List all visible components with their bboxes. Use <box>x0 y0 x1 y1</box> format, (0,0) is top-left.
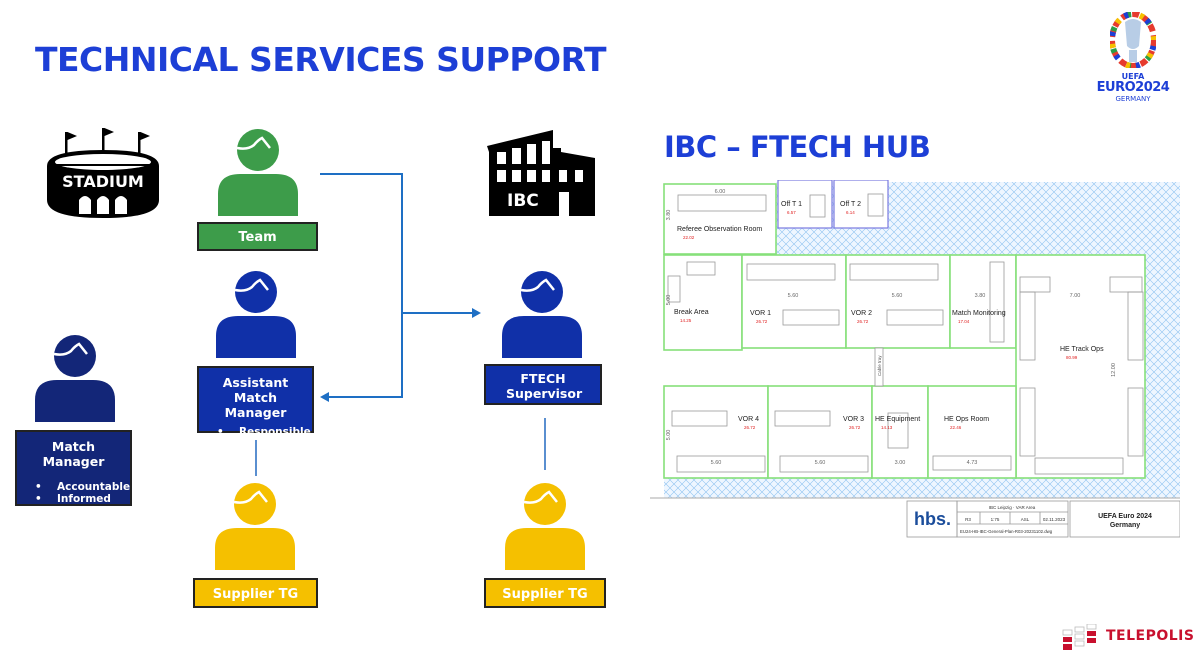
room-area: 14.25 <box>680 318 692 323</box>
room-area: 22.02 <box>683 235 695 240</box>
supplier-right-box: Supplier TG <box>484 578 606 608</box>
cable-tray-label: Cable tray <box>877 355 882 376</box>
logo-germany: GERMANY <box>1115 95 1151 103</box>
title-block-scale: 1:75 <box>991 517 1000 522</box>
connector-ftech-supplier <box>544 418 546 470</box>
team-label: Team <box>238 230 277 245</box>
match-manager-box: Match Manager Accountable Informed <box>15 430 132 506</box>
ftech-supervisor-box: FTECH Supervisor <box>484 364 602 405</box>
building-icon: IBC <box>487 130 595 216</box>
dimension-label: 3.00 <box>895 460 906 466</box>
connector-assistant-supplier <box>255 440 257 476</box>
telepolis-logo: TELEPOLIS <box>1062 624 1194 652</box>
logo-euro2024: EURO2024 <box>1096 80 1170 95</box>
title-block-project: IBC Leipzig · VAR Area <box>989 505 1036 510</box>
dimension-label: 3.80 <box>975 293 986 299</box>
person-icon-team <box>218 128 298 216</box>
floor-plan: Referee Observation Room 22.02 Off T 1 6.57… <box>650 179 1181 540</box>
title-block-event: UEFA Euro 2024 <box>1098 513 1152 520</box>
title-block-date: 02.11.2023 <box>1043 517 1066 522</box>
match-manager-bullet-accountable: Accountable <box>35 481 130 493</box>
room-label: Off T 2 <box>840 201 861 208</box>
euro2024-logo: UEFA EURO2024 GERMANY <box>1093 11 1173 107</box>
room-area: 80.99 <box>1066 355 1078 360</box>
ftech-label: FTECH Supervisor <box>506 371 583 401</box>
arrow-left-icon <box>320 392 329 402</box>
person-icon-supplier-left <box>215 482 295 570</box>
title-block-country: Germany <box>1110 522 1140 529</box>
dimension-label: 5.60 <box>788 293 799 299</box>
room-label: HE Ops Room <box>944 416 989 423</box>
assistant-match-manager-box: Assistant Match Manager Responsible <box>197 366 314 438</box>
title-block-format: ASL <box>1021 517 1030 522</box>
room-label: Break Area <box>674 309 709 316</box>
assistant-bullet-responsible: Responsible <box>217 426 311 438</box>
hbs-logo: hbs. <box>914 509 951 529</box>
stadium-label: STADIUM <box>62 172 144 191</box>
room-area: 26.72 <box>857 319 869 324</box>
person-icon-match-manager <box>35 334 115 422</box>
room-label: Match Monitoring <box>952 310 1006 317</box>
dimension-label: 5.60 <box>815 460 826 466</box>
person-icon-supplier-right <box>505 482 585 570</box>
room-area: 22.46 <box>950 425 962 430</box>
furniture <box>667 193 1144 475</box>
dimension-label: 5.00 <box>666 430 672 441</box>
room-label: VOR 4 <box>738 416 759 423</box>
room-label: Off T 1 <box>781 201 802 208</box>
room-label: VOR 1 <box>750 310 771 317</box>
page-title: TECHNICAL SERVICES SUPPORT <box>35 40 607 79</box>
connector-vertical <box>401 173 403 398</box>
room-area: 14.13 <box>881 425 893 430</box>
connector-team-horizontal <box>320 173 403 175</box>
room-area: 6.57 <box>787 210 796 215</box>
supplier-left-box: Supplier TG <box>193 578 318 608</box>
room-area: 26.72 <box>756 319 768 324</box>
supplier-right-label: Supplier TG <box>502 587 588 602</box>
room-area: 6.14 <box>846 210 855 215</box>
room-label: Referee Observation Room <box>677 226 762 233</box>
hub-title: IBC – FTECH HUB <box>664 130 931 164</box>
room-label: VOR 2 <box>851 310 872 317</box>
dimension-label: 12.00 <box>1111 363 1117 377</box>
connector-to-assistant <box>328 396 403 398</box>
dimension-label: 7.00 <box>1070 293 1081 299</box>
dimension-label: 5.60 <box>892 293 903 299</box>
room-area: 26.72 <box>744 425 756 430</box>
stadium-icon: STADIUM <box>45 128 161 218</box>
room-outlines <box>663 183 1146 479</box>
connector-to-ftech <box>401 312 473 314</box>
match-manager-bullet-informed: Informed <box>35 493 124 505</box>
person-icon-assistant <box>216 270 296 358</box>
trophy-icon <box>1109 11 1157 69</box>
dimension-label: 3.80 <box>666 210 672 221</box>
arrow-right-icon <box>472 308 481 318</box>
dimension-label: 4.73 <box>967 460 978 466</box>
ibc-label: IBC <box>507 191 539 211</box>
room-label: HE Track Ops <box>1060 346 1104 353</box>
dimension-label: 5.00 <box>666 295 672 306</box>
room-area: 17.04 <box>958 319 970 324</box>
telepolis-wordmark: TELEPOLIS <box>1106 628 1195 644</box>
match-manager-label: Match Manager <box>42 439 105 469</box>
person-icon-ftech <box>502 270 582 358</box>
assistant-label: Assistant Match Manager <box>222 375 289 420</box>
title-block-revision: R3 <box>965 517 971 522</box>
telepolis-mark-icon <box>1062 624 1097 650</box>
dimension-label: 5.60 <box>711 460 722 466</box>
dimension-label: 6.00 <box>715 189 726 195</box>
room-area: 26.72 <box>849 425 861 430</box>
team-box: Team <box>197 222 318 251</box>
supplier-left-label: Supplier TG <box>212 587 299 602</box>
room-label: VOR 3 <box>843 416 864 423</box>
room-label: HE Equipment <box>875 416 920 423</box>
title-block-file: EU24-HB-IBC-General-Plan-R03-20231102.dw… <box>960 529 1053 534</box>
logo-uefa: UEFA <box>1121 72 1145 81</box>
